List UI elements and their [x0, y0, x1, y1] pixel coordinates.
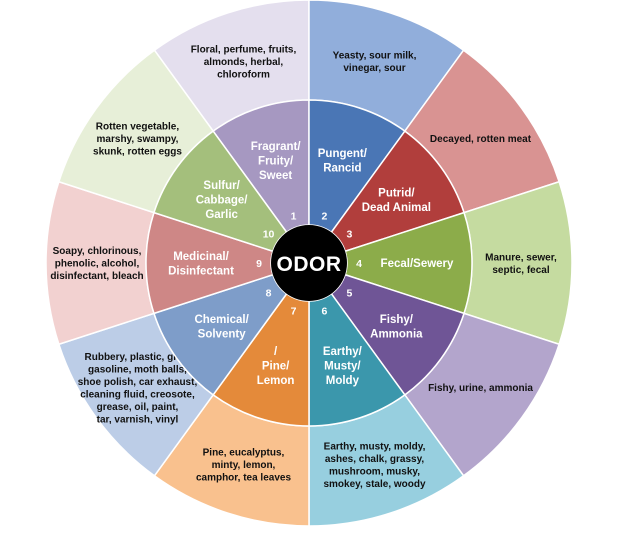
descriptor-text-7: Pine, eucalyptus,minty, lemon, camphor, t…: [196, 448, 291, 484]
descriptor-line: Earthy, musty, moldy,: [324, 441, 426, 452]
segment-number-8: 8: [266, 287, 272, 299]
outer-ring: Floral, perfume, fruits, almonds, herbal,…: [45, 0, 573, 527]
descriptor-line: almonds, herbal,: [204, 57, 284, 68]
inner-ring: Fragrant/Fruity/Sweet 1 Pungent/Rancid 2 Put…: [145, 99, 473, 427]
descriptor-line: minty, lemon,: [212, 460, 276, 471]
category-line: Earthy/: [323, 346, 363, 358]
category-line: Disinfectant: [168, 265, 234, 277]
descriptor-line: ashes, chalk, grassy,: [325, 454, 425, 465]
descriptor-text-5: Fishy, urine, ammonia: [428, 383, 533, 394]
descriptor-line: Decayed, rotten meat: [430, 134, 532, 145]
descriptor-line: Rotten vegetable,: [96, 121, 180, 132]
descriptor-line: gasoline, moth balls,: [88, 364, 187, 375]
segment-number-9: 9: [256, 258, 262, 270]
category-line: Lemon: [257, 375, 295, 387]
descriptor-text-10: Rotten vegetable, marshy, swampy,skunk, r…: [93, 121, 182, 157]
category-line: Moldy: [326, 375, 360, 387]
category-line: Dead Animal: [362, 202, 431, 214]
descriptor-line: grease, oil, paint,: [97, 402, 179, 413]
descriptor-line: disinfectant, bleach: [50, 271, 143, 282]
descriptor-line: cleaning fluid, creosote,: [80, 389, 195, 400]
category-line: /: [274, 346, 278, 358]
category-line: Ammonia: [370, 329, 423, 341]
descriptor-line: Fishy, urine, ammonia: [428, 383, 533, 394]
center-label: ODOR: [277, 253, 342, 276]
descriptor-text-1: Floral, perfume, fruits, almonds, herbal,…: [191, 44, 297, 80]
segment-number-6: 6: [322, 306, 328, 318]
category-line: Fruity/: [258, 155, 294, 167]
category-text-7: / Pine/Lemon: [257, 346, 295, 387]
category-line: Solventy: [198, 329, 247, 341]
category-text-4: Fecal/Sewery: [381, 258, 454, 270]
segment-number-7: 7: [291, 306, 297, 318]
segment-number-1: 1: [291, 210, 297, 222]
segment-number-3: 3: [347, 229, 353, 241]
category-text-6: Earthy/Musty/Moldy: [323, 346, 363, 387]
category-line: Sulfur/: [203, 180, 240, 192]
descriptor-text-9: Soapy, chlorinous, phenolic, alcohol,disi…: [50, 246, 143, 282]
category-line: Sweet: [259, 170, 292, 182]
category-line: Musty/: [324, 361, 361, 373]
segment-number-2: 2: [322, 210, 328, 222]
category-text-1: Fragrant/Fruity/Sweet: [251, 141, 302, 182]
segment-number-5: 5: [347, 287, 353, 299]
descriptor-line: Manure, sewer,: [485, 252, 557, 263]
category-line: Putrid/: [378, 187, 415, 199]
category-text-3: Putrid/Dead Animal: [362, 187, 431, 214]
descriptor-line: mushroom, musky,: [329, 466, 420, 477]
descriptor-text-6: Earthy, musty, moldy, ashes, chalk, grass…: [323, 441, 426, 490]
category-text-9: Medicinal/Disinfectant: [168, 251, 234, 278]
category-line: Fragrant/: [251, 141, 302, 153]
category-text-5: Fishy/Ammonia: [370, 314, 423, 341]
descriptor-line: camphor, tea leaves: [196, 473, 291, 484]
descriptor-line: Floral, perfume, fruits,: [191, 44, 297, 55]
category-text-10: Sulfur/Cabbage/Garlic: [196, 180, 249, 221]
category-line: Chemical/: [194, 314, 249, 326]
descriptor-line: Yeasty, sour milk,: [333, 51, 417, 62]
descriptor-text-4: Manure, sewer, septic, fecal: [485, 252, 557, 276]
segment-number-4: 4: [356, 258, 362, 270]
descriptor-line: phenolic, alcohol,: [55, 259, 140, 270]
category-line: Garlic: [205, 209, 238, 221]
category-line: Rancid: [323, 163, 361, 175]
category-line: Fecal/Sewery: [381, 258, 454, 270]
category-text-8: Chemical/Solventy: [194, 314, 249, 341]
segment-number-10: 10: [263, 229, 275, 241]
descriptor-line: tar, varnish, vinyl: [97, 414, 179, 425]
category-line: Cabbage/: [196, 195, 249, 207]
center-hub: ODOR: [271, 225, 347, 301]
descriptor-line: vinegar, sour: [343, 63, 405, 74]
category-text-2: Pungent/Rancid: [318, 148, 368, 175]
category-line: Fishy/: [380, 314, 414, 326]
category-line: Pungent/: [318, 148, 368, 160]
descriptor-line: shoe polish, car exhaust,: [78, 377, 198, 388]
descriptor-line: skunk, rotten eggs: [93, 146, 182, 157]
descriptor-line: septic, fecal: [492, 265, 549, 276]
descriptor-line: Pine, eucalyptus,: [203, 448, 285, 459]
center-circle: [271, 225, 347, 301]
descriptor-line: Rubbery, plastic, glue,: [85, 352, 191, 363]
descriptor-text-8: Rubbery, plastic, glue,gasoline, moth ba…: [78, 352, 198, 426]
descriptor-line: marshy, swampy,: [97, 134, 179, 145]
descriptor-text-2: Yeasty, sour milk,vinegar, sour: [333, 51, 417, 74]
descriptor-text-3: Decayed, rotten meat: [430, 134, 532, 145]
descriptor-line: Soapy, chlorinous,: [53, 246, 142, 257]
category-line: Pine/: [262, 361, 290, 373]
descriptor-line: smokey, stale, woody: [323, 479, 426, 490]
category-line: Medicinal/: [173, 251, 229, 263]
descriptor-line: chloroform: [217, 69, 270, 80]
